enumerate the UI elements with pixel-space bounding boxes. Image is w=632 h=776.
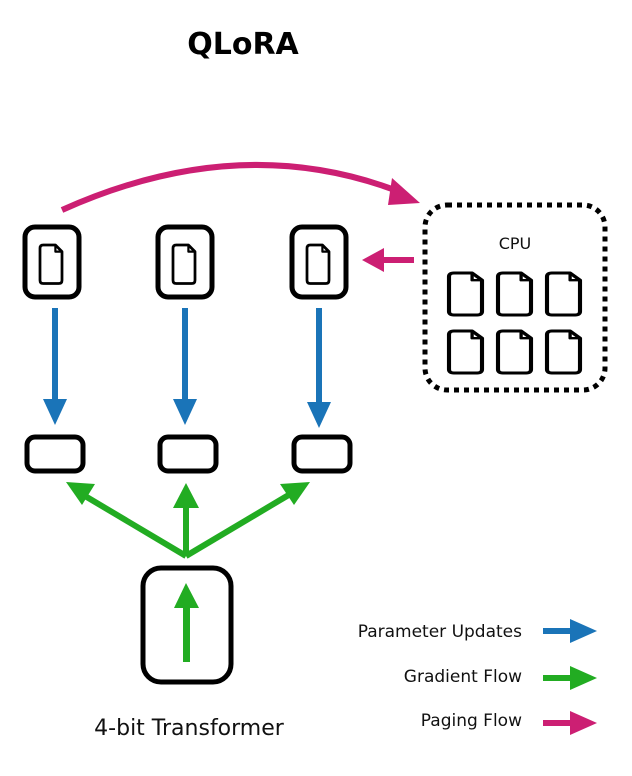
cpu-box: CPU: [422, 202, 608, 393]
transformer-box: [140, 565, 234, 685]
parameter-update-arrow-2: [173, 308, 197, 425]
diagram-title: QLoRA: [187, 27, 299, 62]
cpu-page-3: [547, 273, 580, 315]
document-icon: [38, 243, 64, 285]
cpu-page-1: [449, 273, 482, 315]
transformer-label: 4-bit Transformer: [94, 716, 285, 741]
adapter-2: [155, 224, 215, 300]
cpu-page-6: [547, 331, 580, 373]
output-node-2: [157, 434, 219, 474]
legend-label: Parameter Updates: [358, 622, 522, 642]
cpu-page-2: [498, 273, 531, 315]
cpu-label: CPU: [499, 234, 532, 253]
gradient-up-arrow: [174, 583, 199, 608]
cpu-page-5: [498, 331, 531, 373]
output-node-1: [24, 434, 86, 474]
legend-label: Paging Flow: [421, 711, 522, 731]
cpu-page-4: [449, 331, 482, 373]
parameter-update-arrow-1: [43, 308, 67, 425]
adapter-3: [289, 224, 349, 300]
legend-item-parameter-updates: Parameter Updates: [358, 619, 597, 643]
document-icon: [305, 243, 331, 285]
document-icon: [171, 243, 197, 285]
legend-item-gradient-flow: Gradient Flow: [404, 666, 597, 690]
blue-arrow-icon: [570, 619, 597, 643]
parameter-update-arrow-3: [307, 308, 331, 428]
magenta-arrow-icon: [570, 711, 597, 735]
paging-arc-arrow: [60, 161, 420, 213]
legend-item-paging-flow: Paging Flow: [421, 711, 597, 735]
gradient-flow-arrows: [66, 482, 310, 559]
legend: Parameter Updates Gradient Flow Paging F…: [358, 619, 597, 735]
green-arrow-icon: [570, 666, 597, 690]
output-node-3: [291, 434, 353, 474]
adapter-1: [22, 224, 82, 300]
legend-label: Gradient Flow: [404, 667, 522, 687]
paging-return-arrow: [362, 248, 414, 272]
